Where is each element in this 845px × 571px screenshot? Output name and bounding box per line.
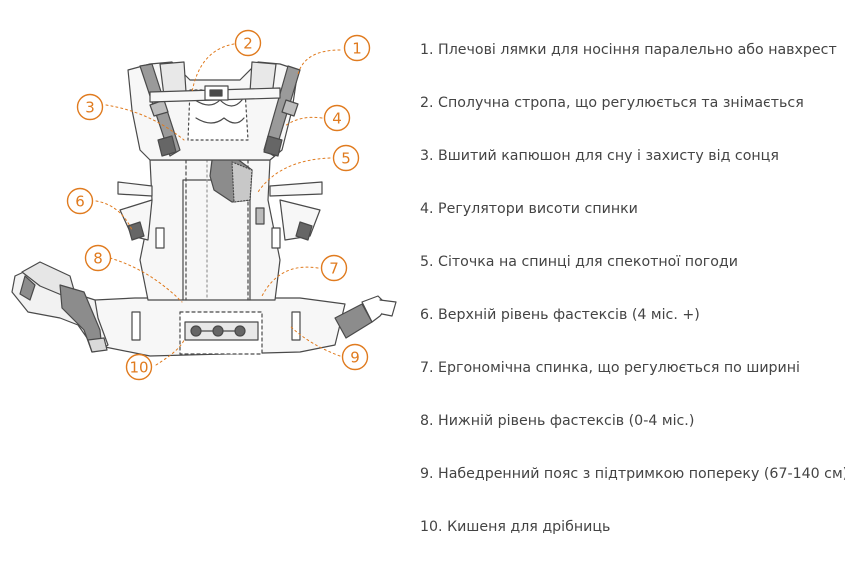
- legend-item-7: 7. Ергономічна спинка, що регулюється по…: [420, 360, 800, 376]
- callout-num-1: 1: [352, 40, 362, 58]
- callout-num-10: 10: [129, 359, 148, 377]
- callout-num-9: 9: [350, 349, 360, 367]
- callout-4: 4: [323, 104, 351, 132]
- chest-strap: [149, 85, 281, 103]
- legend-item-1: 1. Плечові лямки для носіння паралельно …: [420, 42, 837, 58]
- baby-carrier-diagram: 1 2 3 4 5 6 7 8: [11, 29, 397, 381]
- callout-num-7: 7: [329, 260, 339, 278]
- callout-5: 5: [332, 144, 360, 172]
- back-panel: [139, 159, 281, 301]
- side-arms: [117, 181, 323, 241]
- callout-2: 2: [234, 29, 262, 57]
- callout-10: 10: [125, 353, 153, 381]
- callout-num-3: 3: [85, 99, 95, 117]
- callout-num-8: 8: [93, 250, 103, 268]
- legend-item-9: 9. Набедренний пояс з підтримкою поперек…: [420, 466, 845, 482]
- legend-item-6: 6. Верхній рівень фастексів (4 міс. +): [420, 307, 700, 323]
- legend-item-4: 4. Регулятори висоти спинки: [420, 201, 638, 217]
- callout-num-5: 5: [341, 150, 351, 168]
- callout-num-2: 2: [243, 35, 253, 53]
- legend-item-5: 5. Сіточка на спинці для спекотної погод…: [420, 254, 738, 270]
- callout-7: 7: [320, 254, 348, 282]
- callout-1: 1: [343, 34, 371, 62]
- callout-9: 9: [341, 343, 369, 371]
- callout-3: 3: [76, 93, 104, 121]
- callout-8: 8: [84, 244, 112, 272]
- callouts: 1 2 3 4 5 6 7 8: [66, 29, 371, 381]
- callout-6: 6: [66, 187, 94, 215]
- legend-item-8: 8. Нижній рівень фастексів (0-4 міс.): [420, 413, 695, 429]
- legend-item-3: 3. Вшитий капюшон для сну і захисту від …: [420, 148, 779, 164]
- callout-num-6: 6: [75, 193, 85, 211]
- legend-item-2: 2. Сполучна стропа, що регулюється та зн…: [420, 95, 804, 111]
- leader-lines: [95, 43, 341, 366]
- legend-item-10: 10. Кишеня для дрібниць: [420, 519, 611, 535]
- mesh-flap: [209, 157, 253, 203]
- shoulder-straps: [139, 63, 301, 157]
- pocket: [131, 311, 301, 355]
- feature-legend: 1. Плечові лямки для носіння паралельно …: [420, 36, 845, 566]
- callout-num-4: 4: [332, 110, 342, 128]
